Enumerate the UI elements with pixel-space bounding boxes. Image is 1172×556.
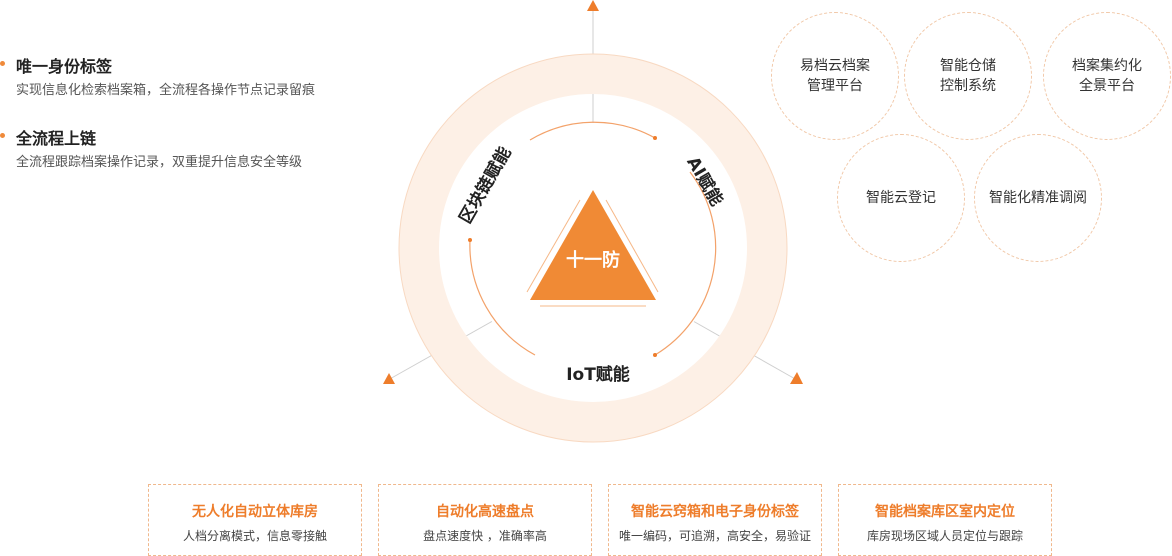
arrow-right-icon (790, 372, 803, 384)
inner-arc-right (654, 171, 717, 356)
platform-panorama: 档案集约化全景平台 (1043, 12, 1171, 140)
platform-line1: 智能仓储 (940, 58, 996, 74)
inner-arc-top (529, 121, 656, 141)
arc-node-icon (653, 136, 657, 140)
capability-desc: 唯一编码，可追溯，高安全，易验证 (618, 529, 811, 543)
platform-line1: 易档云档案 (800, 58, 870, 74)
capability-desc: 盘点速度快 ，准确率高 (423, 529, 547, 543)
bullet-dot-icon (0, 61, 5, 66)
capability-smart-box-tag: 智能云窍箱和电子身份标签 唯一编码，可追溯，高安全，易验证 (608, 484, 822, 556)
platform-line1: 智能云登记 (866, 190, 936, 206)
feature-desc: 实现信息化检索档案箱，全流程各操作节点记录留痕 (16, 83, 316, 98)
empowerment-ring (399, 54, 787, 442)
platform-line2: 管理平台 (807, 78, 863, 94)
platform-line1: 档案集约化 (1072, 58, 1142, 74)
platform-line1: 智能化精准调阅 (989, 190, 1087, 206)
arc-node-icon (653, 353, 657, 357)
arrow-top-icon (587, 0, 599, 11)
inner-arc-left (469, 239, 536, 356)
arrow-left-icon (383, 373, 395, 384)
capability-title: 智能云窍箱和电子身份标签 (631, 504, 799, 520)
feature-desc: 全流程跟踪档案操作记录，双重提升信息安全等级 (16, 155, 303, 170)
platform-precise-retrieval: 智能化精准调阅 (974, 134, 1102, 262)
capability-unmanned-storage: 无人化自动立体库房 人档分离模式，信息零接触 (148, 484, 362, 556)
triangle-edge-arrow-left (526, 199, 581, 293)
capability-indoor-positioning: 智能档案库区室内定位 库房现场区域人员定位与跟踪 (838, 484, 1052, 556)
bullet-dot-icon (0, 133, 5, 138)
capability-title: 自动化高速盘点 (436, 504, 534, 520)
platform-line2: 全景平台 (1079, 78, 1135, 94)
ring-outer-edge (398, 53, 788, 443)
core-label: 十一防 (566, 249, 620, 271)
capability-title: 无人化自动立体库房 (192, 504, 318, 520)
core-triangle (530, 190, 656, 300)
platform-archive-management: 易档云档案管理平台 (771, 12, 899, 140)
arc-node-icon (468, 238, 472, 242)
capability-fast-inventory: 自动化高速盘点 盘点速度快 ，准确率高 (378, 484, 592, 556)
capability-desc: 人档分离模式，信息零接触 (182, 529, 327, 543)
capability-desc: 库房现场区域人员定位与跟踪 (866, 529, 1023, 543)
platform-line2: 控制系统 (940, 78, 996, 94)
capability-title: 智能档案库区室内定位 (875, 504, 1015, 520)
ring-label-iot: IoT赋能 (566, 364, 630, 385)
feature-title: 全流程上链 (16, 129, 97, 148)
triangle-edge-arrow-right (605, 199, 659, 293)
platform-storage-control: 智能仓储控制系统 (904, 12, 1032, 140)
feature-title: 唯一身份标签 (16, 57, 113, 76)
platform-cloud-register: 智能云登记 (837, 134, 965, 262)
